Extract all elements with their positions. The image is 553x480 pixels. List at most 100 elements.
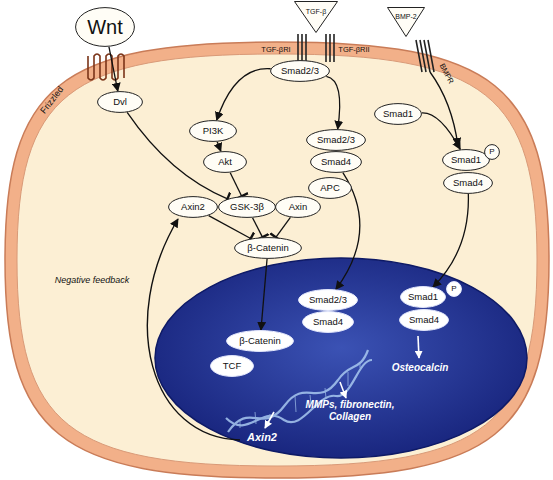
node-label: Smad4 (313, 317, 343, 327)
ellipse-outline (98, 92, 143, 113)
annotation-label: Negative feedback (55, 275, 130, 285)
ellipse-outline (485, 145, 500, 160)
ellipse-outline (211, 356, 254, 377)
signal-connector (433, 194, 468, 287)
node-label: Dvl (113, 97, 127, 107)
protein-ellipse: TCF (210, 355, 254, 377)
ellipse-outline (447, 282, 462, 297)
protein-ellipse: Smad4 (302, 311, 354, 333)
signal-connector (326, 76, 339, 129)
ligand-triangle: TGF-β (294, 1, 338, 33)
signal-connector (209, 216, 251, 239)
cytoplasm (17, 54, 537, 466)
node-label: Wnt (87, 17, 123, 37)
signal-connector (422, 113, 460, 149)
protein-ellipse: Smad4 (310, 151, 362, 173)
node-label: Smad1 (408, 292, 438, 302)
protein-ellipse: Axin (275, 196, 321, 218)
protein-ellipse: Axin2 (168, 196, 218, 218)
phosphate-circle: P (484, 144, 500, 160)
ellipse-outline (303, 312, 354, 333)
signal-connector (261, 259, 267, 330)
ellipse-outline (227, 331, 294, 352)
signal-connector (217, 142, 221, 151)
node-label: Smad2/3 (309, 295, 347, 305)
node-label: Axin2 (181, 202, 205, 212)
gene-arrow (265, 412, 274, 428)
node-label: Smad1 (451, 155, 481, 165)
node-label: APC (320, 183, 340, 193)
protein-ellipse: Dvl (97, 91, 143, 113)
annotation-label: Osteocalcin (392, 362, 449, 374)
ellipse-outline (311, 152, 362, 173)
ellipse-outline (76, 8, 135, 47)
ellipse-outline (271, 61, 330, 82)
signal-connector (253, 218, 263, 237)
signal-connector (217, 69, 271, 121)
ellipse-outline (444, 173, 493, 194)
node-label: Axin (289, 202, 307, 212)
ellipse-outline (375, 104, 422, 125)
bmp-receptor (416, 40, 434, 72)
node-label: TGF-β (306, 8, 326, 15)
ellipse-outline (235, 238, 302, 259)
feedback-arrow (147, 219, 240, 440)
protein-ellipse: Smad1 (442, 149, 490, 171)
node-label: Smad1 (383, 109, 413, 119)
protein-ellipse: GSK-3β (218, 196, 276, 218)
tgf-receptor (298, 34, 334, 62)
cell-membrane (5, 42, 549, 478)
nucleus (155, 258, 527, 458)
ellipse-outline (400, 310, 449, 331)
ellipse-outline (309, 178, 352, 199)
node-label: β-Catenin (239, 336, 280, 346)
protein-ellipse: β-Catenin (226, 330, 294, 352)
node-label: PI3K (203, 126, 224, 136)
protein-ellipse: Smad2/3 (298, 289, 358, 311)
ellipse-outline (299, 290, 358, 311)
signal-connector (276, 217, 291, 237)
annotation-label: MMPs, fibronectin, Collagen (285, 399, 415, 422)
node-label: Akt (218, 157, 232, 167)
node-label: Smad4 (321, 157, 351, 167)
node-label: P (451, 285, 456, 293)
node-label: BMP-2 (395, 13, 416, 20)
ellipse-outline (401, 287, 446, 308)
bmpr-signal-line (430, 72, 458, 146)
phosphate-circle: P (446, 281, 462, 297)
annotation-label: TGF-βRI (261, 46, 290, 55)
node-shape (387, 7, 425, 37)
ellipse-outline (169, 197, 218, 218)
node-label: Smad2/3 (317, 135, 355, 145)
node-label: Smad4 (453, 178, 483, 188)
ellipse-outline (204, 152, 247, 173)
triangle-outline (295, 2, 338, 33)
signal-connector (230, 173, 241, 196)
annotation-label: Axin2 (247, 431, 277, 444)
protein-ellipse: APC (308, 177, 352, 199)
gene-arrow (418, 336, 419, 358)
protein-ellipse: PI3K (189, 120, 237, 142)
node-shape (294, 1, 338, 33)
protein-ellipse: Smad4 (443, 172, 493, 194)
protein-ellipse: β-Catenin (234, 237, 302, 259)
ellipse-outline (276, 197, 321, 218)
protein-ellipse: Smad1 (374, 103, 422, 125)
ligand-ellipse: Wnt (75, 7, 135, 47)
ellipse-outline (190, 121, 237, 142)
ellipse-outline (219, 197, 276, 218)
gene-arrow (340, 382, 346, 398)
node-label: Smad2/3 (281, 66, 319, 76)
ellipse-outline (443, 150, 490, 171)
node-label: β-Catenin (247, 243, 288, 253)
protein-ellipse: Smad4 (399, 309, 449, 331)
protein-ellipse: Smad1 (400, 286, 446, 308)
triangle-outline (388, 8, 425, 37)
node-label: GSK-3β (230, 202, 264, 212)
signal-connector (109, 47, 118, 91)
node-label: Smad4 (409, 315, 439, 325)
frizzled-receptor (88, 54, 124, 80)
protein-ellipse: Smad2/3 (270, 60, 330, 82)
node-label: TCF (223, 361, 241, 371)
